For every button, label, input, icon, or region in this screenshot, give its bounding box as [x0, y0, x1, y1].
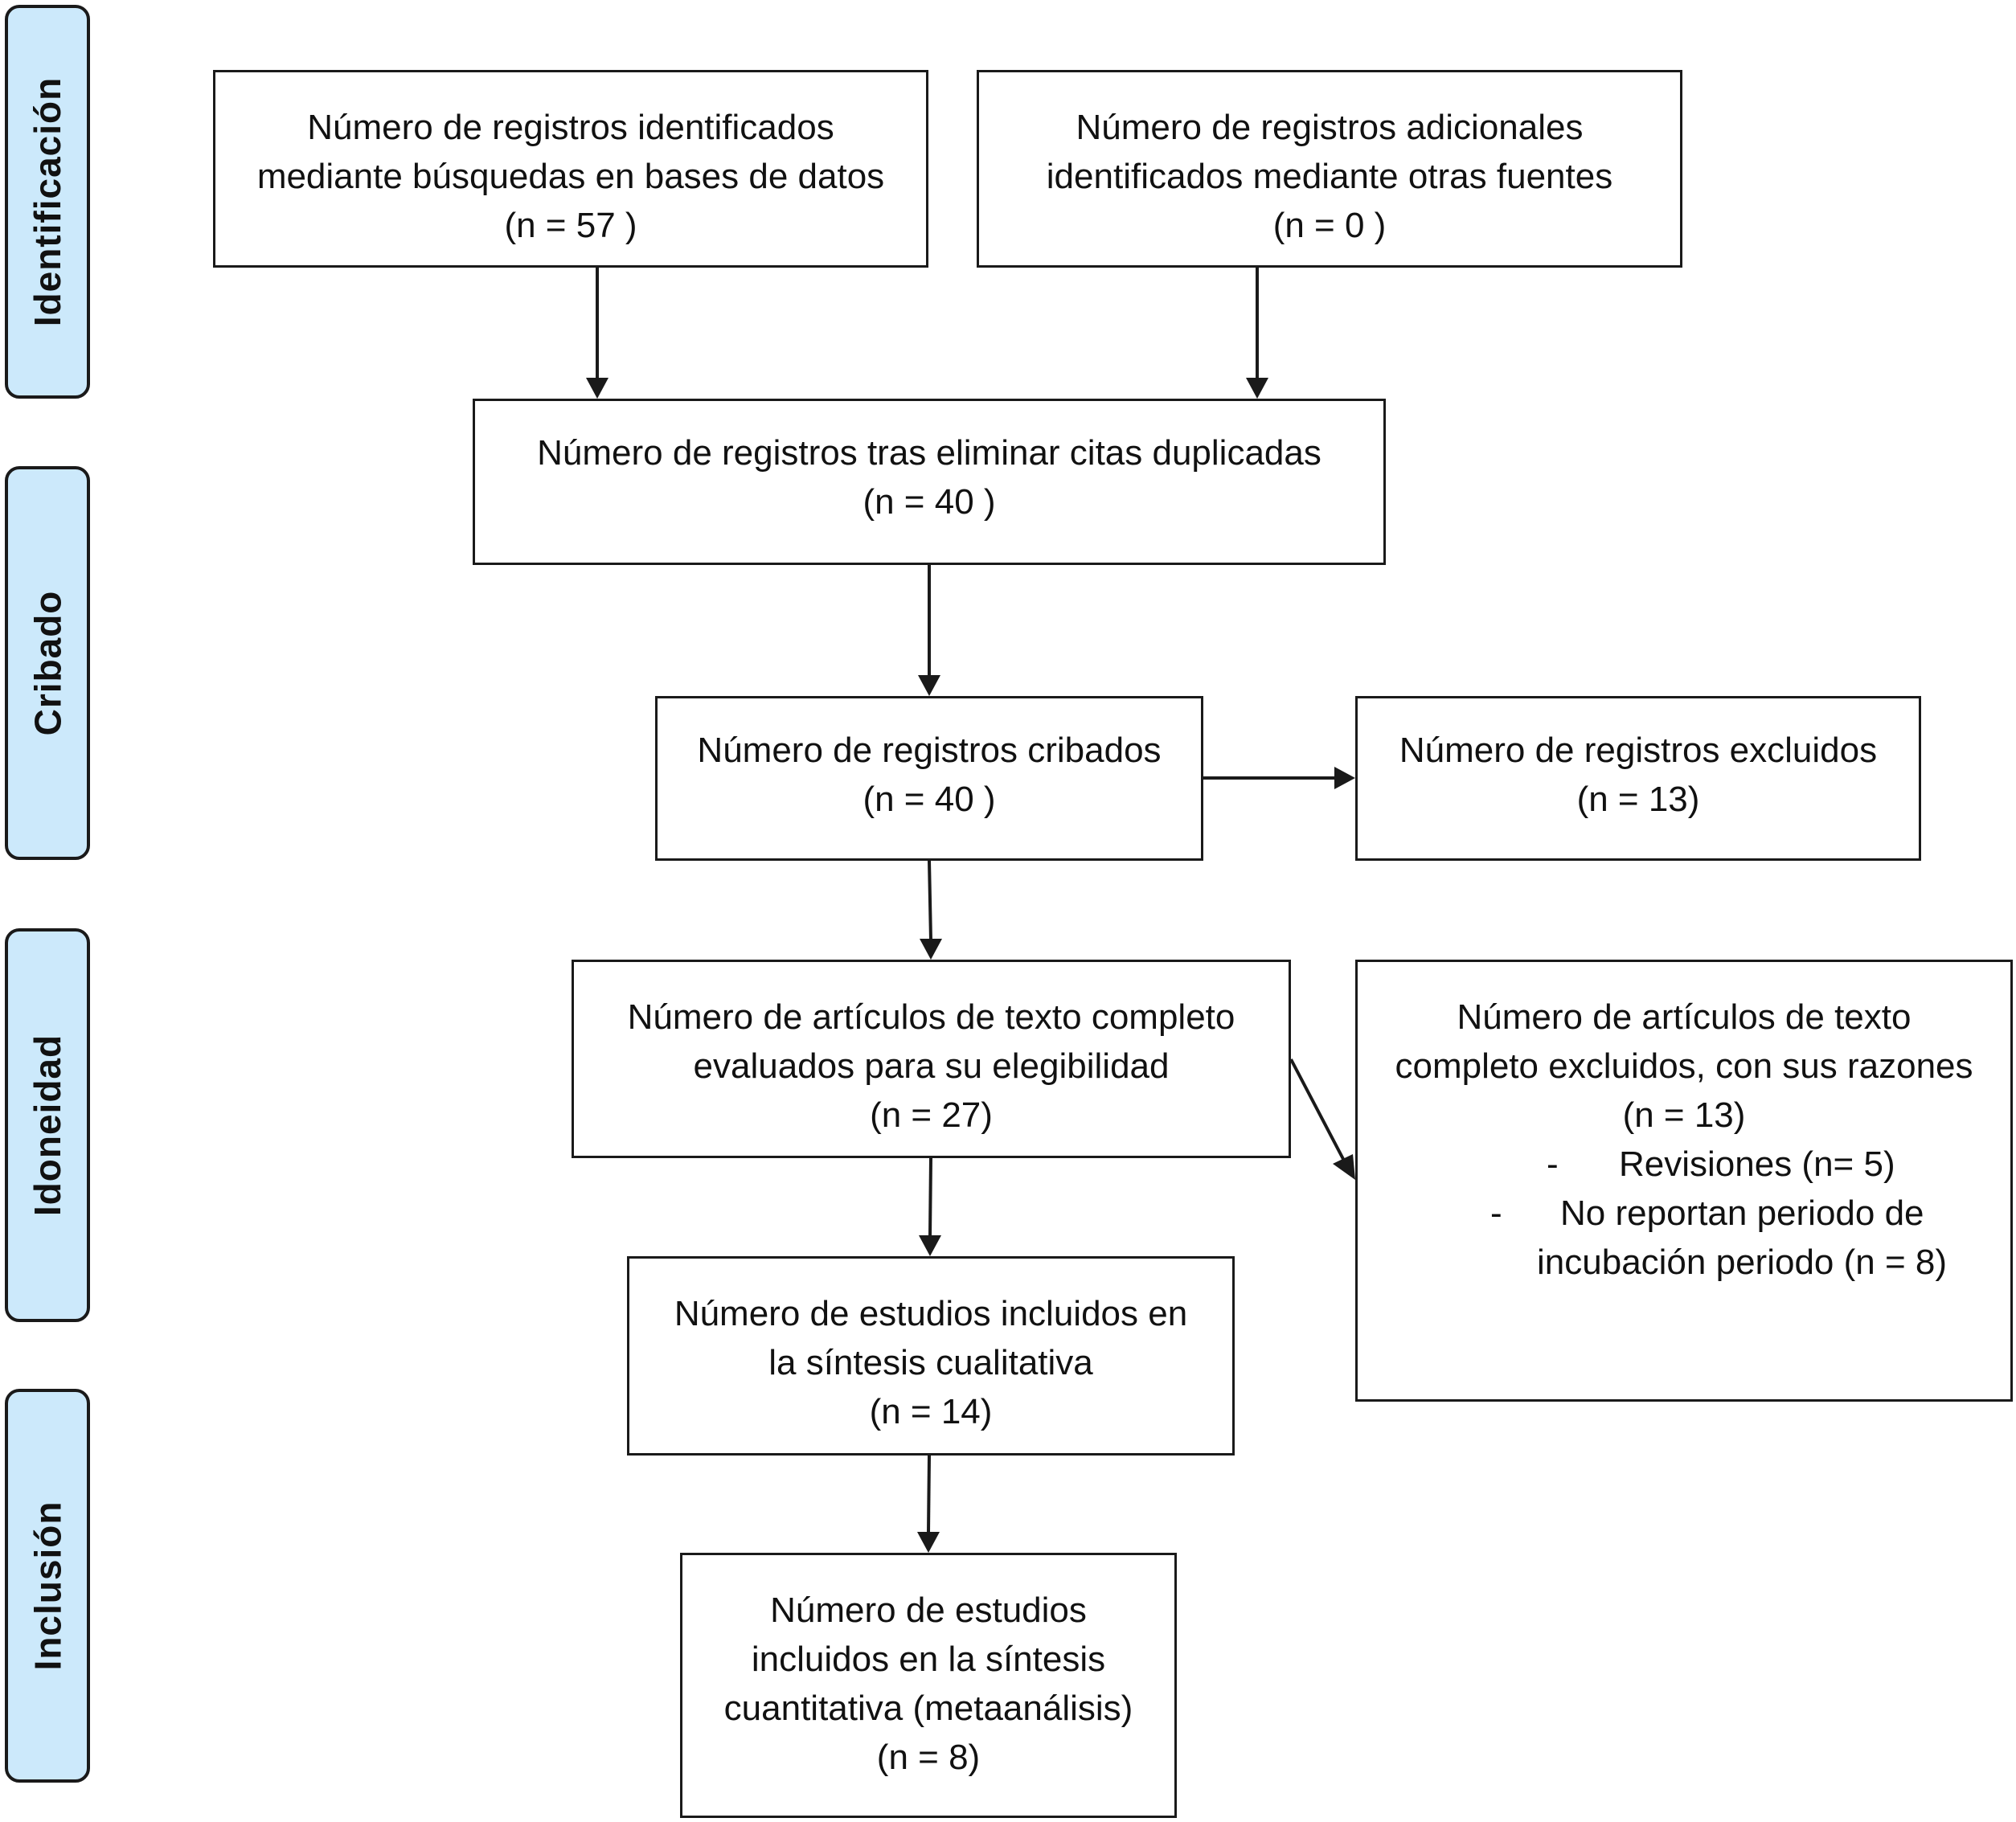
arrow-qualitative-to-quantitative [927, 1455, 931, 1534]
fulltext-assessed-line-2: evaluados para su elegibilidad [693, 1046, 1170, 1086]
phase-inclusion: Inclusión [5, 1389, 90, 1783]
qualitative-line-1: Número de estudios incluidos en [674, 1294, 1188, 1333]
db-records-count: (n = 57 ) [504, 206, 637, 245]
exclusion-reason-reviews: - Revisiones (n= 5) [1358, 1140, 2010, 1189]
box-quantitative-synthesis: Número de estudios incluidos en la sínte… [680, 1553, 1177, 1818]
phase-eligibility: Idoneidad [5, 928, 90, 1322]
phase-eligibility-label: Idoneidad [27, 1034, 69, 1217]
box-fulltext-assessed: Número de artículos de texto completo ev… [572, 960, 1291, 1158]
quantitative-line-1: Número de estudios [770, 1591, 1087, 1630]
quantitative-line-3: cuantitativa (metaanálisis) [723, 1689, 1133, 1728]
phase-identification: Identificación [5, 5, 90, 399]
arrowhead [1333, 1154, 1355, 1180]
fulltext-excluded-count: (n = 13) [1622, 1095, 1746, 1135]
other-records-line-1: Número de registros adicionales [1076, 108, 1584, 147]
excluded-line-1: Número de registros excluidos [1399, 731, 1878, 770]
box-other-sources-records: Número de registros adicionales identifi… [977, 70, 1682, 268]
quantitative-count: (n = 8) [876, 1738, 981, 1777]
qualitative-line-2: la síntesis cualitativa [768, 1343, 1093, 1382]
arrowhead [1246, 378, 1268, 399]
phase-screening: Cribado [5, 466, 90, 860]
phase-screening-label: Cribado [27, 590, 68, 736]
box-database-records: Número de registros identificados median… [213, 70, 928, 268]
arrow-fulltext-to-excluded [1289, 1058, 1346, 1161]
arrowhead [586, 378, 608, 399]
box-after-deduplication: Número de registros tras eliminar citas … [473, 399, 1386, 565]
phase-identification-label: Identificación [27, 76, 69, 327]
exclusion-reason-continuation: incubación periodo (n = 8) [1358, 1238, 2010, 1287]
screened-count: (n = 40 ) [863, 780, 996, 819]
reason-reviews-text: Revisiones (n= 5) [1619, 1144, 1895, 1184]
box-excluded-records: Número de registros excluidos (n = 13) [1355, 696, 1921, 861]
arrow-fulltext-to-qualitative [928, 1157, 932, 1238]
box-screened-records: Número de registros cribados (n = 40 ) [655, 696, 1203, 861]
other-records-line-2: identificados mediante otras fuentes [1046, 157, 1613, 196]
quantitative-line-2: incluidos en la síntesis [751, 1640, 1106, 1679]
fulltext-excluded-line-1: Número de artículos de texto [1457, 997, 1912, 1037]
reason-continuation-text: incubación periodo (n = 8) [1537, 1243, 1947, 1282]
qualitative-count: (n = 14) [869, 1392, 993, 1431]
box-qualitative-synthesis: Número de estudios incluidos en la sínte… [627, 1256, 1235, 1456]
exclusion-reasons-list: - Revisiones (n= 5) - No reportan period… [1358, 1140, 2010, 1287]
db-records-line-2: mediante búsquedas en bases de datos [256, 157, 885, 196]
arrowhead [1334, 767, 1355, 789]
bullet-dash: - [1547, 1144, 1559, 1184]
other-records-count: (n = 0 ) [1272, 206, 1387, 245]
phase-inclusion-label: Inclusión [27, 1501, 68, 1671]
fulltext-assessed-count: (n = 27) [870, 1095, 993, 1135]
db-records-line-1: Número de registros identificados [307, 108, 834, 147]
excluded-count: (n = 13) [1576, 780, 1700, 819]
arrowhead [920, 939, 942, 960]
exclusion-reason-no-incubation: - No reportan periodo de [1358, 1189, 2010, 1238]
dedup-line-1: Número de registros tras eliminar citas … [537, 433, 1321, 473]
arrowhead [918, 675, 940, 696]
screened-line-1: Número de registros cribados [697, 731, 1162, 770]
box-fulltext-excluded: Número de artículos de texto completo ex… [1355, 960, 2013, 1402]
reason-no-incubation-text: No reportan periodo de [1560, 1194, 1924, 1233]
dedup-count: (n = 40 ) [863, 482, 996, 522]
fulltext-assessed-line-1: Número de artículos de texto completo [627, 997, 1235, 1037]
arrow-screened-to-fulltext [928, 860, 932, 941]
fulltext-excluded-line-2: completo excluidos, con sus razones [1395, 1046, 1973, 1086]
arrowhead [919, 1235, 941, 1256]
bullet-dash: - [1490, 1194, 1502, 1233]
arrowhead [917, 1532, 940, 1553]
